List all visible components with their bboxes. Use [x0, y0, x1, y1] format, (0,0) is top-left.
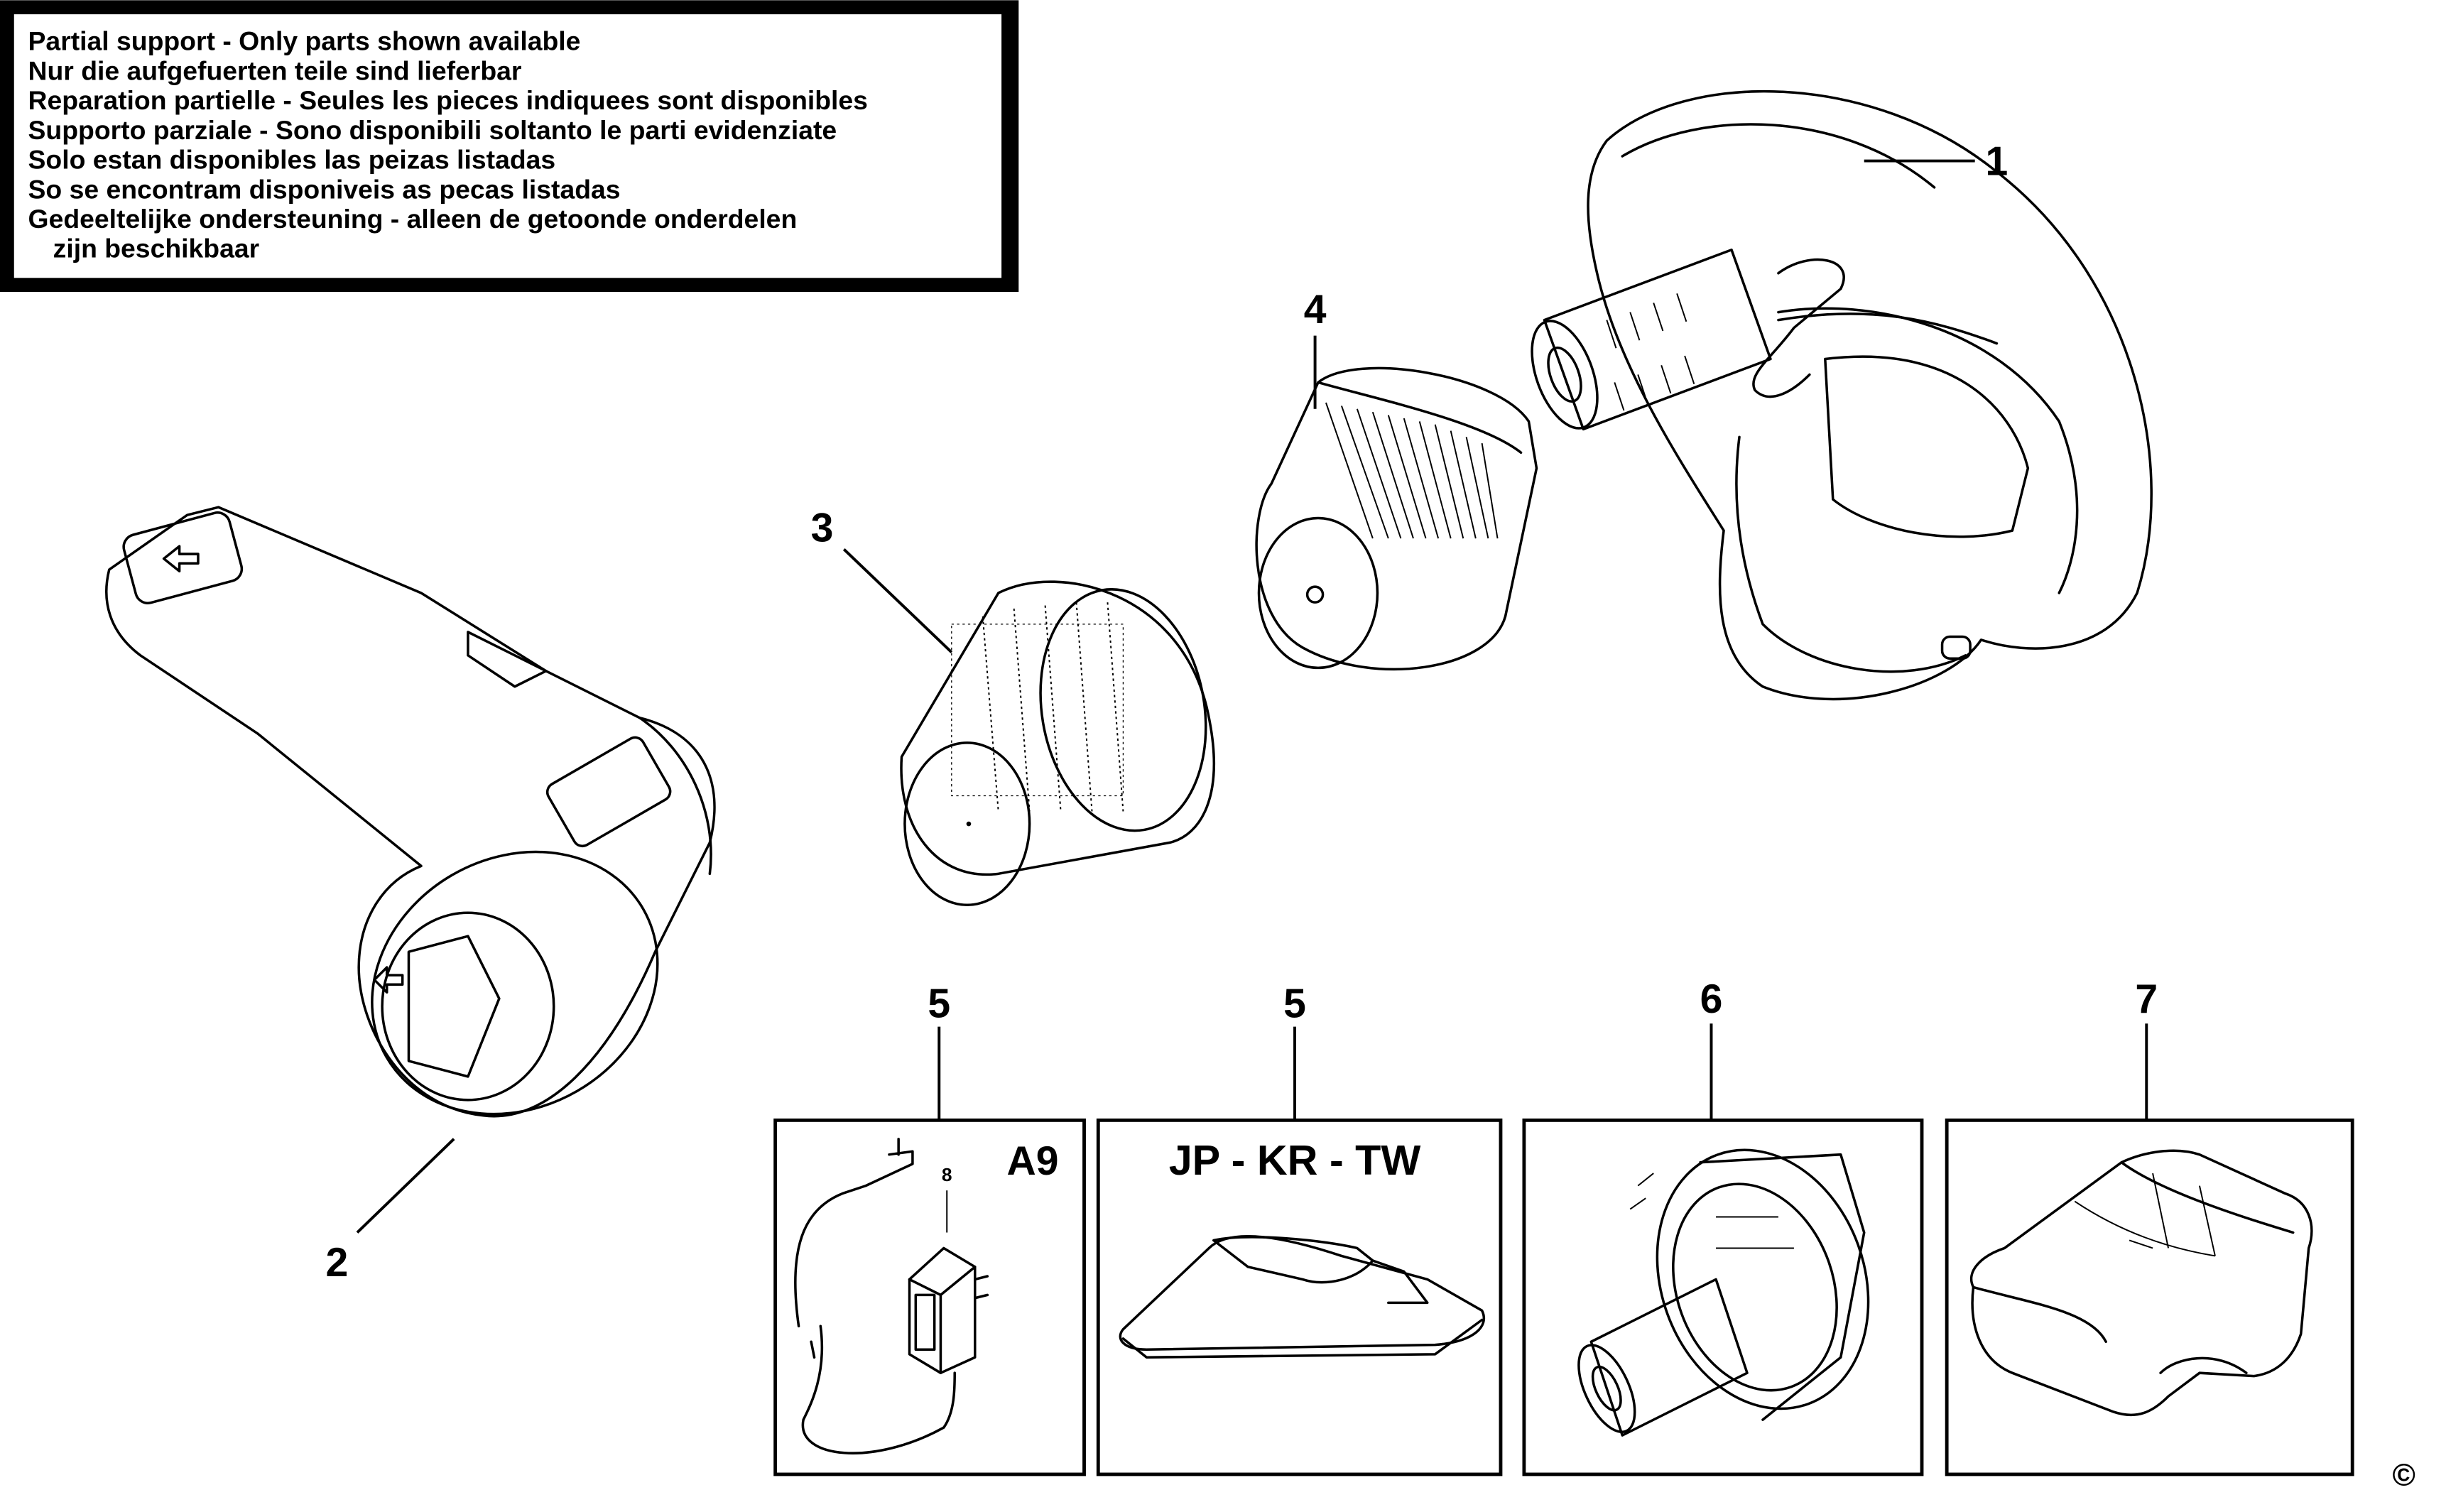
- part-3-pre-filter[interactable]: [900, 576, 1224, 907]
- part-2-dust-bowl[interactable]: [105, 506, 716, 1165]
- copyright-symbol: ©: [2393, 1457, 2415, 1492]
- callout-2: 2: [326, 1138, 455, 1285]
- availability-notice: Partial support - Only parts shown avail…: [0, 0, 1019, 293]
- part-4-pleated-filter[interactable]: [1255, 366, 1538, 671]
- notice-line-it: Supporto parziale - Sono disponibili sol…: [28, 115, 837, 145]
- part-5-charger-box[interactable]: A9 8: [773, 1118, 1086, 1476]
- part-number-3: 3: [811, 505, 834, 550]
- callout-5-charger: 5: [928, 981, 950, 1121]
- callout-1: 1: [1864, 138, 2009, 184]
- callout-6: 6: [1700, 977, 1723, 1121]
- callout-7: 7: [2135, 977, 2158, 1121]
- callout-3: 3: [811, 505, 953, 653]
- part-1-vacuum-body[interactable]: [1519, 89, 2153, 701]
- notice-line-nl: Gedeeltelijke ondersteuning - alleen de …: [28, 204, 798, 234]
- region-label-jp-kr-tw: JP - KR - TW: [1169, 1136, 1421, 1184]
- part-number-1: 1: [1986, 138, 2009, 184]
- leader-line: [356, 1138, 455, 1234]
- notice-line-es: Solo estan disponibles las peizas listad…: [28, 145, 556, 175]
- notice-line-nl-cont: zijn beschikbaar: [53, 234, 259, 263]
- callout-4: 4: [1304, 287, 1327, 409]
- part-number-2: 2: [326, 1240, 349, 1285]
- notice-line-en: Partial support - Only parts shown avail…: [28, 26, 581, 56]
- notice-line-de: Nur die aufgefuerten teile sind lieferba…: [28, 55, 522, 85]
- part-number-5: 5: [1283, 981, 1306, 1026]
- part-5-base-box[interactable]: JP - KR - TW: [1096, 1118, 1503, 1476]
- part-6-motor-box[interactable]: [1522, 1118, 1924, 1476]
- callout-5-base: 5: [1283, 981, 1306, 1121]
- sub-part-number-8: 8: [942, 1164, 952, 1185]
- notice-line-fr: Reparation partielle - Seules les pieces…: [28, 85, 868, 115]
- region-label-a9: A9: [1007, 1138, 1059, 1184]
- part-number-7: 7: [2135, 977, 2158, 1022]
- part-number-6: 6: [1700, 977, 1723, 1022]
- notice-line-pt: So se encontram disponiveis as pecas lis…: [28, 174, 621, 204]
- leader-line: [842, 548, 953, 653]
- part-number-5: 5: [928, 981, 950, 1026]
- part-number-4: 4: [1304, 287, 1327, 332]
- part-7-battery-box[interactable]: [1945, 1118, 2354, 1476]
